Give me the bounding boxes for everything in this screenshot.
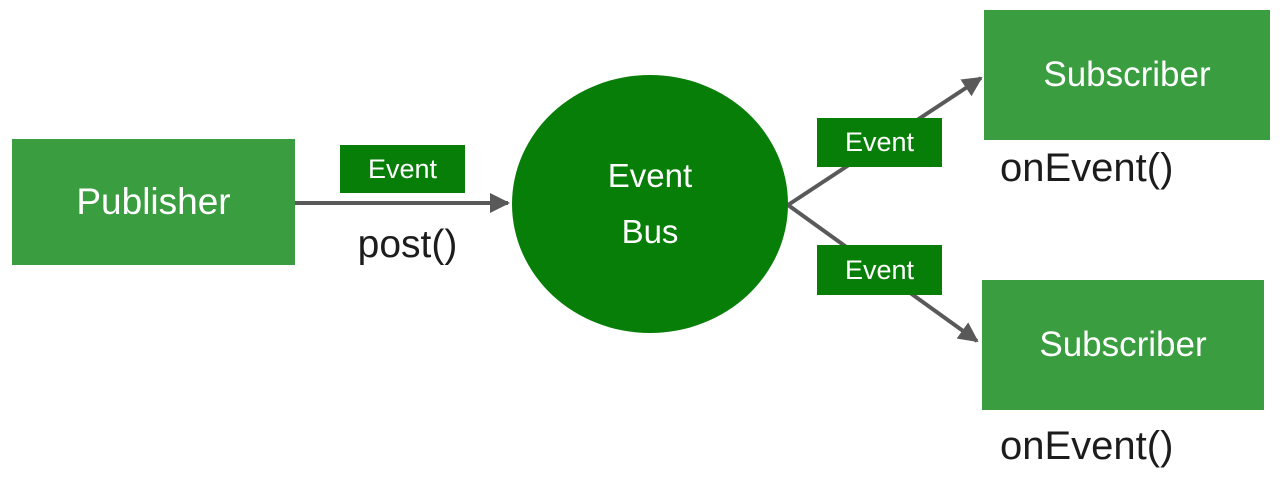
event-label-subscribe-bottom: Event bbox=[817, 245, 942, 295]
subscriber-top-label: Subscriber bbox=[1043, 55, 1211, 94]
onevent-method-label-top: onEvent() bbox=[1000, 146, 1174, 190]
event-bus-label-line2: Bus bbox=[621, 213, 679, 250]
post-method-label: post() bbox=[357, 223, 458, 266]
subscriber-node-top: Subscriber bbox=[984, 10, 1270, 140]
event-label-subscribe-top: Event bbox=[817, 118, 942, 167]
onevent-method-label-bottom: onEvent() bbox=[1000, 424, 1174, 468]
publisher-node: Publisher bbox=[12, 139, 295, 265]
event-label-post-text: Event bbox=[367, 153, 438, 184]
subscriber-bottom-label: Subscriber bbox=[1039, 325, 1207, 364]
subscriber-node-bottom: Subscriber bbox=[982, 280, 1264, 410]
event-bus-label-line1: Event bbox=[607, 157, 693, 194]
event-label-subscribe-bottom-text: Event bbox=[844, 254, 915, 285]
event-bus-node: Event Bus bbox=[512, 75, 788, 333]
event-label-subscribe-top-text: Event bbox=[844, 127, 915, 157]
event-label-post: Event bbox=[340, 145, 465, 193]
publisher-label: Publisher bbox=[76, 181, 231, 222]
